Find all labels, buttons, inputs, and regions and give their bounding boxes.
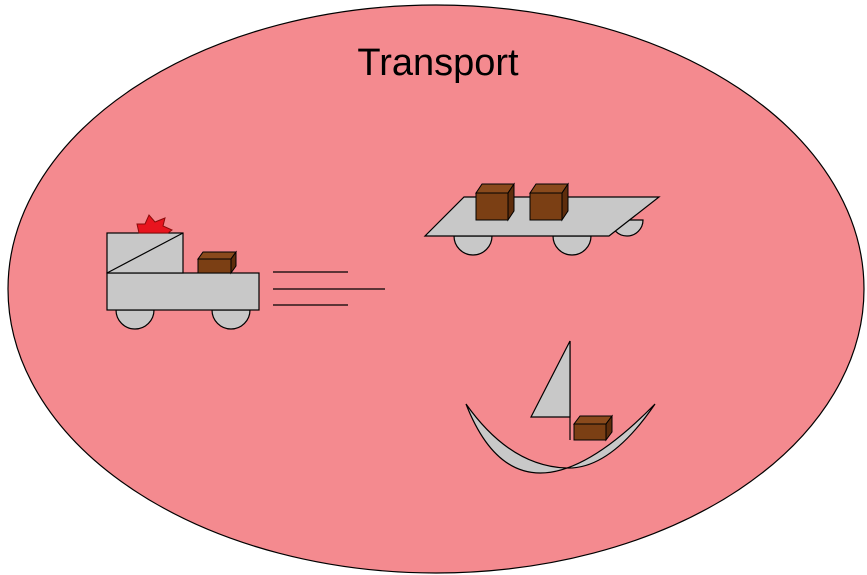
boat-sail <box>530 340 571 418</box>
truck-body <box>106 272 260 311</box>
cart-wheel-1 <box>453 235 493 256</box>
flatbed-cart-icon <box>423 182 661 256</box>
truck-windshield <box>106 232 184 274</box>
boat-hull <box>465 403 656 474</box>
siren-icon <box>136 214 173 234</box>
transport-ellipse <box>7 4 865 574</box>
cart-wheel-2 <box>552 235 592 256</box>
crate-icon <box>475 182 515 222</box>
truck-front-wheel <box>211 309 251 330</box>
truck-icon <box>106 214 385 330</box>
crate-icon <box>197 250 237 275</box>
speed-lines <box>273 271 385 306</box>
sailboat-icon <box>465 340 656 474</box>
diagram-title: Transport <box>357 42 519 84</box>
crate-icon <box>529 182 569 222</box>
truck-rear-wheel <box>115 309 155 330</box>
crate-icon <box>573 414 613 442</box>
